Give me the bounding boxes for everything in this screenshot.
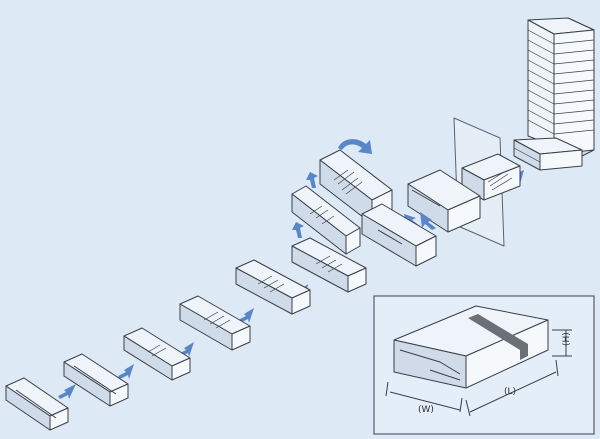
step-arrow-5-icon — [58, 384, 76, 399]
step-arrow-4-icon — [118, 364, 134, 379]
sleeve-step-2 — [235, 259, 311, 315]
blank-stack — [513, 17, 595, 171]
inset-detail-panel: (H) (W) (L) — [373, 295, 595, 435]
length-label: (L) — [504, 387, 516, 397]
loading-station — [319, 149, 437, 267]
drop-arrow-icon — [306, 172, 318, 188]
rotate-arrow-icon — [338, 139, 372, 154]
product-tube — [291, 185, 361, 255]
sleeve-step-1 — [291, 237, 367, 293]
open-sleeve — [407, 169, 481, 233]
sleeve-step-3 — [179, 295, 251, 351]
box-step-4 — [123, 327, 191, 381]
box-step-5 — [63, 353, 129, 407]
erecting-plane — [453, 117, 521, 247]
box-step-6 — [5, 377, 69, 431]
sleeve-arrow-icon — [420, 212, 436, 230]
height-label: (H) — [562, 332, 572, 346]
step-arrow-2-icon — [238, 308, 254, 323]
drop-arrow-2-icon — [292, 222, 304, 238]
width-label: (W) — [418, 405, 434, 415]
